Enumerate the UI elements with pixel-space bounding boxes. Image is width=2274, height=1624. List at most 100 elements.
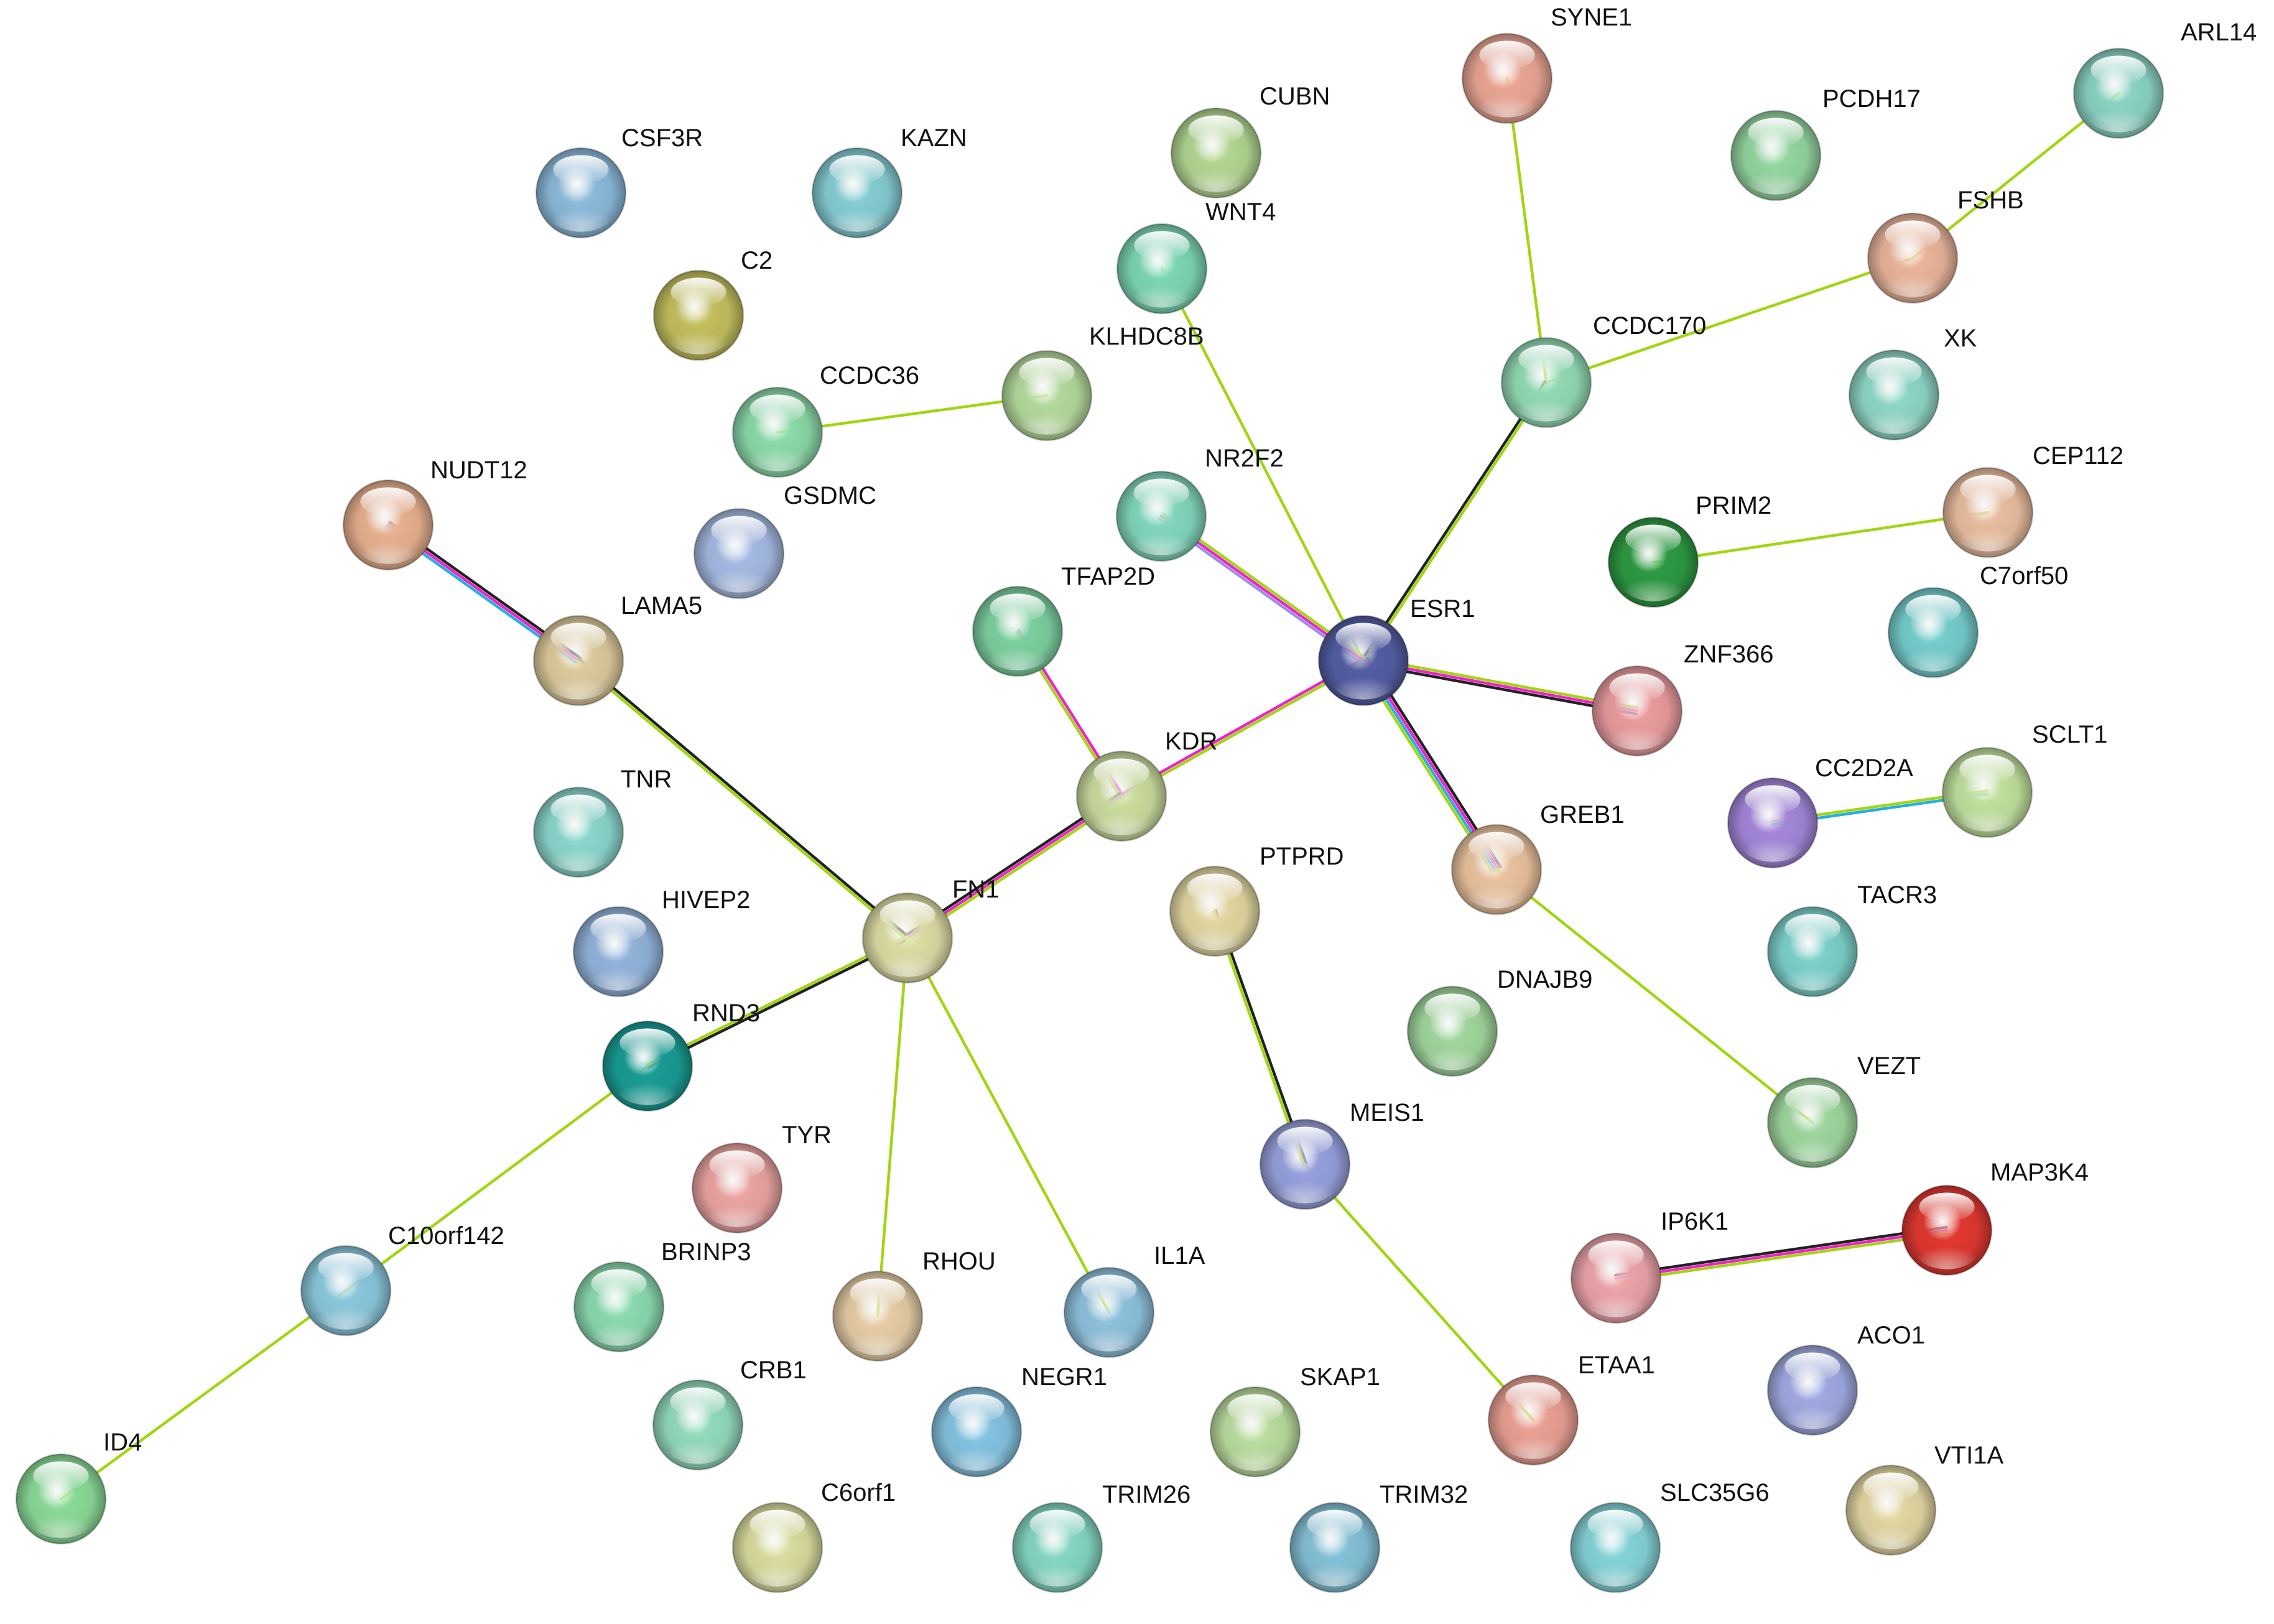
node-label: TRIM32	[1380, 1481, 1468, 1508]
node-label: ID4	[103, 1429, 142, 1456]
node-rnd3[interactable]: RND3	[601, 1000, 760, 1112]
node-label: C6orf1	[821, 1479, 896, 1506]
node-label: TACR3	[1857, 881, 1937, 909]
node-ptprd[interactable]: PTPRD	[1169, 843, 1344, 957]
node-wnt4[interactable]: WNT4	[1116, 198, 1276, 315]
node-brinp3[interactable]: BRINP3	[573, 1238, 751, 1353]
node-hivep2[interactable]: HIVEP2	[572, 886, 750, 998]
node-tyr[interactable]: TYR	[691, 1121, 832, 1234]
node-label: TFAP2D	[1061, 563, 1155, 590]
node-label: FN1	[952, 876, 1000, 903]
node-kdr[interactable]: KDR	[1075, 728, 1217, 842]
edge-line-textmining	[1495, 868, 1814, 1125]
edge-FN1-IL1A	[906, 936, 1111, 1314]
node-tfap2d[interactable]: TFAP2D	[972, 563, 1155, 677]
node-cc2d2a[interactable]: CC2D2A	[1727, 754, 1913, 869]
edge-line-textmining	[344, 1064, 649, 1292]
node-label: CEP112	[2033, 442, 2123, 470]
node-meis1[interactable]: MEIS1	[1259, 1099, 1424, 1210]
node-fn1[interactable]: FN1	[861, 876, 1000, 984]
edge-line-coexpression	[1361, 662, 1638, 716]
node-label: IP6K1	[1661, 1208, 1729, 1235]
edge-CCDC170-ESR1	[1360, 380, 1549, 663]
node-lama5[interactable]: LAMA5	[532, 592, 702, 707]
node-label: SCLT1	[2032, 721, 2108, 748]
node-label: C7orf50	[1980, 562, 2068, 590]
node-trim26[interactable]: TRIM26	[1011, 1481, 1190, 1594]
node-label: VTI1A	[1934, 1442, 2003, 1469]
node-nudt12[interactable]: NUDT12	[342, 457, 527, 571]
node-label: RND3	[692, 1000, 760, 1027]
node-label: RHOU	[922, 1248, 996, 1275]
node-il1a[interactable]: IL1A	[1063, 1242, 1205, 1358]
edge-line-textmining	[1160, 267, 1365, 662]
node-rhou[interactable]: RHOU	[832, 1248, 996, 1362]
node-label: C2	[741, 247, 773, 274]
node-sclt1[interactable]: SCLT1	[1941, 721, 2108, 838]
node-label: HIVEP2	[662, 886, 750, 914]
node-c6orf1[interactable]: C6orf1	[731, 1479, 896, 1594]
node-map3k4[interactable]: MAP3K4	[1901, 1159, 2089, 1276]
node-label: XK	[1944, 325, 1977, 352]
node-kazn[interactable]: KAZN	[811, 124, 967, 239]
node-trim32[interactable]: TRIM32	[1289, 1481, 1468, 1594]
edge-line-experiments	[1614, 1228, 1949, 1280]
node-cubn[interactable]: CUBN	[1170, 83, 1330, 199]
edge-line-coexpression	[646, 937, 910, 1069]
node-tnr[interactable]: TNR	[532, 766, 672, 878]
node-label: SKAP1	[1300, 1363, 1380, 1391]
node-id4[interactable]: ID4	[15, 1429, 142, 1545]
node-label: VEZT	[1857, 1052, 1921, 1080]
node-cep112[interactable]: CEP112	[1942, 442, 2123, 559]
node-label: IL1A	[1154, 1242, 1205, 1269]
node-nr2f2[interactable]: NR2F2	[1115, 445, 1284, 562]
node-greb1[interactable]: GREB1	[1450, 801, 1625, 916]
node-esr1[interactable]: ESR1	[1317, 595, 1475, 707]
node-fshb[interactable]: FSHB	[1867, 187, 2024, 304]
node-xk[interactable]: XK	[1848, 325, 1977, 441]
edge-line-textmining	[1212, 910, 1305, 1167]
node-arl14[interactable]: ARL14	[2072, 19, 2257, 139]
node-syne1[interactable]: SYNE1	[1461, 4, 1632, 124]
node-prim2[interactable]: PRIM2	[1607, 492, 1771, 608]
node-crb1[interactable]: CRB1	[652, 1357, 807, 1471]
node-csf3r[interactable]: CSF3R	[535, 124, 703, 239]
edge-line-textmining	[576, 660, 908, 941]
node-c7orf50[interactable]: C7orf50	[1887, 562, 2068, 679]
node-label: PCDH17	[1822, 85, 1921, 113]
node-tacr3[interactable]: TACR3	[1766, 881, 1937, 998]
node-ccdc36[interactable]: CCDC36	[731, 362, 919, 478]
node-ccdc170[interactable]: CCDC170	[1500, 312, 1706, 429]
node-label: MAP3K4	[1990, 1159, 2089, 1186]
edge-CCDC36-KLHDC8B	[776, 394, 1049, 434]
node-aco1[interactable]: ACO1	[1766, 1322, 1925, 1436]
node-klhdc8b[interactable]: KLHDC8B	[1001, 323, 1204, 442]
edge-line-textmining	[776, 394, 1049, 434]
node-label: ETAA1	[1578, 1352, 1655, 1379]
node-etaa1[interactable]: ETAA1	[1487, 1352, 1655, 1466]
node-gsdmc[interactable]: GSDMC	[693, 482, 876, 600]
node-skap1[interactable]: SKAP1	[1209, 1363, 1380, 1478]
node-label: ZNF366	[1684, 641, 1774, 668]
node-c10orf142[interactable]: C10orf142	[300, 1222, 504, 1337]
edge-line-textmining	[1303, 1162, 1535, 1422]
edge-line-coexpression	[1360, 380, 1547, 661]
node-znf366[interactable]: ZNF366	[1591, 641, 1774, 757]
node-ip6k1[interactable]: IP6K1	[1570, 1208, 1729, 1324]
node-vezt[interactable]: VEZT	[1766, 1052, 1921, 1169]
edge-WNT4-ESR1	[1160, 267, 1365, 662]
node-label: CC2D2A	[1815, 754, 1913, 782]
node-pcdh17[interactable]: PCDH17	[1730, 85, 1921, 202]
node-slc35g6[interactable]: SLC35G6	[1569, 1479, 1770, 1594]
node-c2[interactable]: C2	[652, 247, 773, 361]
edge-line-coexpression	[1215, 909, 1308, 1166]
node-label: TNR	[621, 766, 672, 793]
node-negr1[interactable]: NEGR1	[930, 1363, 1107, 1478]
node-label: TRIM26	[1102, 1481, 1190, 1508]
node-dnajb9[interactable]: DNAJB9	[1406, 966, 1592, 1077]
node-vti1a[interactable]: VTI1A	[1845, 1442, 2003, 1556]
edge-line-textmining	[1651, 511, 1990, 564]
edge-LAMA5-FN1	[576, 657, 910, 941]
node-label: ARL14	[2181, 19, 2257, 46]
node-label: CCDC170	[1593, 312, 1706, 340]
